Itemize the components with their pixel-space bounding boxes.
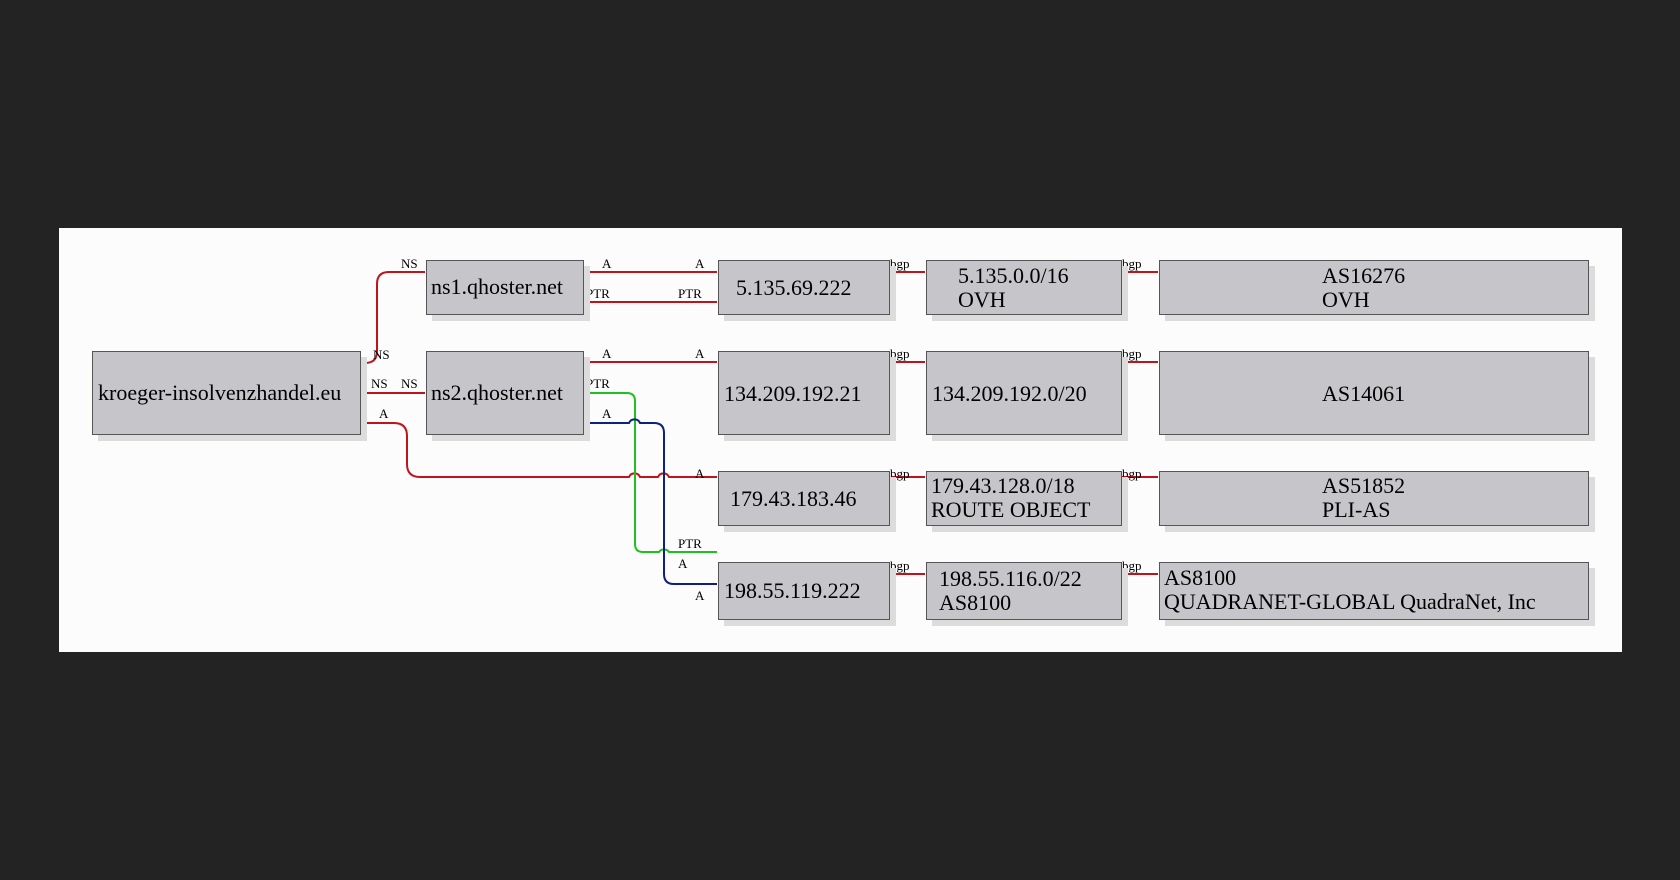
as-node-1[interactable]: AS16276 OVH <box>1159 260 1589 315</box>
edge-ns2-ip4-a <box>585 418 717 585</box>
edge-label-bgp: bgp <box>1122 256 1142 271</box>
ns1-label: ns1.qhoster.net <box>431 274 563 299</box>
edge-label-a: A <box>602 346 612 361</box>
edge-label-ns: NS <box>401 376 418 391</box>
edge-label-a: A <box>379 406 389 421</box>
edge-label-bgp: bgp <box>890 558 910 573</box>
as-label-2: AS14061 <box>1322 381 1406 406</box>
edge-label-bgp: bgp <box>1122 346 1142 361</box>
edge-label-bgp: bgp <box>1122 558 1142 573</box>
network-label-4: 198.55.116.0/22 AS8100 <box>939 566 1082 615</box>
edge-label-a: A <box>602 256 612 271</box>
edge-label-a: A <box>602 406 612 421</box>
ns2-node[interactable]: ns2.qhoster.net <box>426 351 584 435</box>
edge-label-ns: NS <box>401 256 418 271</box>
domain-node[interactable]: kroeger-insolvenzhandel.eu <box>92 351 361 435</box>
ip-node-1[interactable]: 5.135.69.222 <box>718 260 890 315</box>
edge-label-a: A <box>695 346 705 361</box>
edge-label-a: A <box>695 256 705 271</box>
network-label-2: 134.209.192.0/20 <box>932 381 1087 406</box>
edge-label-ptr: PTR <box>678 536 702 551</box>
edge-domain-ip3 <box>365 422 717 478</box>
diagram-canvas: NS NS NS NS A A A PTR PTR A A PTR A A A … <box>59 228 1622 652</box>
network-node-1[interactable]: 5.135.0.0/16 OVH <box>926 260 1122 315</box>
edge-label-ns: NS <box>373 347 390 362</box>
as-label-3: AS51852 PLI-AS <box>1322 473 1406 522</box>
ip-label-3: 179.43.183.46 <box>730 486 857 511</box>
as-label-1: AS16276 OVH <box>1322 263 1406 312</box>
as-node-3[interactable]: AS51852 PLI-AS <box>1159 471 1589 526</box>
edge-label-a: A <box>695 466 705 481</box>
edge-label-ns: NS <box>371 376 388 391</box>
edge-label-a: A <box>695 588 705 603</box>
network-node-2[interactable]: 134.209.192.0/20 <box>926 351 1122 435</box>
domain-label: kroeger-insolvenzhandel.eu <box>98 380 342 405</box>
network-label-3: 179.43.128.0/18 ROUTE OBJECT <box>931 473 1091 522</box>
network-node-3[interactable]: 179.43.128.0/18 ROUTE OBJECT <box>926 471 1122 526</box>
edge-label-ptr: PTR <box>586 376 610 391</box>
as-node-4[interactable]: AS8100 QUADRANET-GLOBAL QuadraNet, Inc <box>1159 562 1589 620</box>
edges-layer <box>364 271 1158 585</box>
as-node-2[interactable]: AS14061 <box>1159 351 1589 435</box>
ns1-node[interactable]: ns1.qhoster.net <box>426 260 584 315</box>
as-label-4: AS8100 QUADRANET-GLOBAL QuadraNet, Inc <box>1164 565 1536 614</box>
edge-label-bgp: bgp <box>1122 466 1142 481</box>
edge-domain-ns1 <box>364 271 425 364</box>
ip-label-4: 198.55.119.222 <box>724 578 861 603</box>
ip-label-2: 134.209.192.21 <box>724 381 862 406</box>
ip-node-2[interactable]: 134.209.192.21 <box>718 351 890 435</box>
edge-label-a: A <box>678 556 688 571</box>
edge-label-bgp: bgp <box>890 256 910 271</box>
network-label-1: 5.135.0.0/16 OVH <box>958 263 1069 312</box>
edge-label-bgp: bgp <box>890 346 910 361</box>
network-node-4[interactable]: 198.55.116.0/22 AS8100 <box>926 562 1122 620</box>
edge-label-bgp: bgp <box>890 466 910 481</box>
ip-label-1: 5.135.69.222 <box>736 275 852 300</box>
edge-label-ptr: PTR <box>586 286 610 301</box>
ip-node-3[interactable]: 179.43.183.46 <box>718 471 890 526</box>
ip-node-4[interactable]: 198.55.119.222 <box>718 562 890 620</box>
ns2-label: ns2.qhoster.net <box>431 380 563 405</box>
edge-label-ptr: PTR <box>678 286 702 301</box>
